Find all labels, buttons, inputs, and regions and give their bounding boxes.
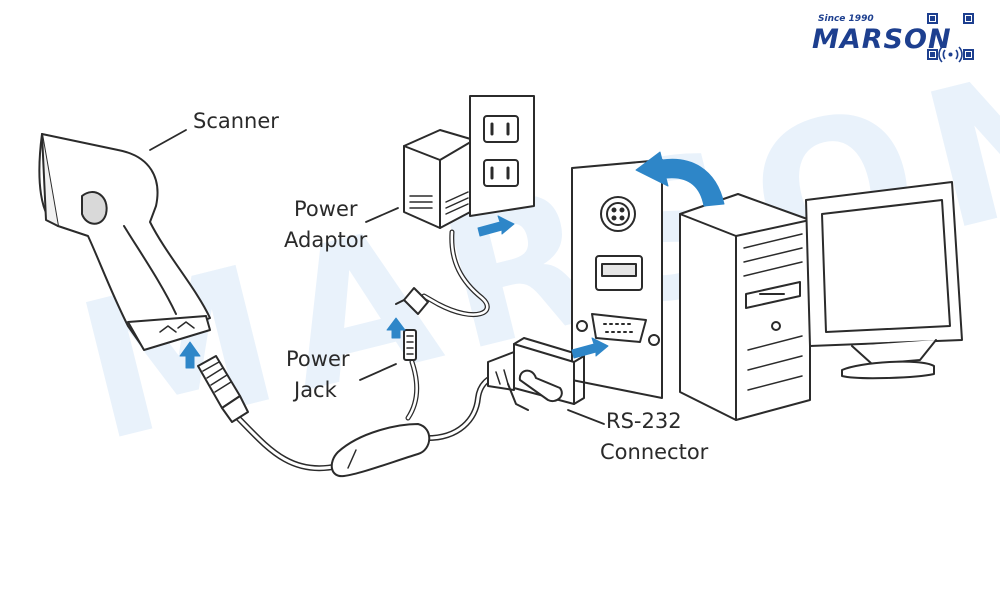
label-power-adaptor-line1: Power bbox=[294, 197, 358, 221]
logo-tagline: Since 1990 bbox=[818, 14, 874, 24]
arrow-up-to-jack-icon bbox=[386, 317, 406, 339]
rs232-connector-icon bbox=[487, 337, 585, 411]
dc-plug-icon bbox=[395, 287, 429, 315]
logo-mark-icon bbox=[927, 13, 974, 63]
rotate-arrow-icon bbox=[635, 151, 725, 207]
port-panel-icon bbox=[571, 159, 663, 399]
arrow-to-port-icon bbox=[571, 337, 609, 359]
wall-outlet-icon bbox=[469, 95, 535, 217]
label-power-adaptor-line2: Adaptor bbox=[284, 228, 368, 252]
leader-lines bbox=[149, 129, 605, 425]
power-jack-icon bbox=[403, 329, 417, 361]
power-adaptor-icon bbox=[403, 129, 475, 229]
power-cable bbox=[405, 229, 490, 421]
arrow-up-to-scanner-icon bbox=[179, 341, 201, 369]
label-power-jack-line1: Power bbox=[286, 347, 350, 371]
label-scanner: Scanner bbox=[193, 109, 279, 133]
blue-arrows bbox=[179, 151, 725, 369]
label-power-jack-line2: Jack bbox=[294, 378, 337, 402]
scanner-icon bbox=[38, 133, 211, 351]
arrow-to-outlet-icon bbox=[477, 215, 515, 237]
pc-tower-icon bbox=[679, 193, 811, 421]
scanner-plug-icon bbox=[197, 355, 249, 423]
label-rs232-line2: Connector bbox=[600, 440, 709, 464]
label-rs232-line1: RS-232 bbox=[606, 409, 682, 433]
monitor-icon bbox=[805, 181, 963, 380]
brand-logo: Since 1990 MARSON bbox=[812, 12, 982, 68]
cable-splitter-icon bbox=[330, 423, 431, 478]
